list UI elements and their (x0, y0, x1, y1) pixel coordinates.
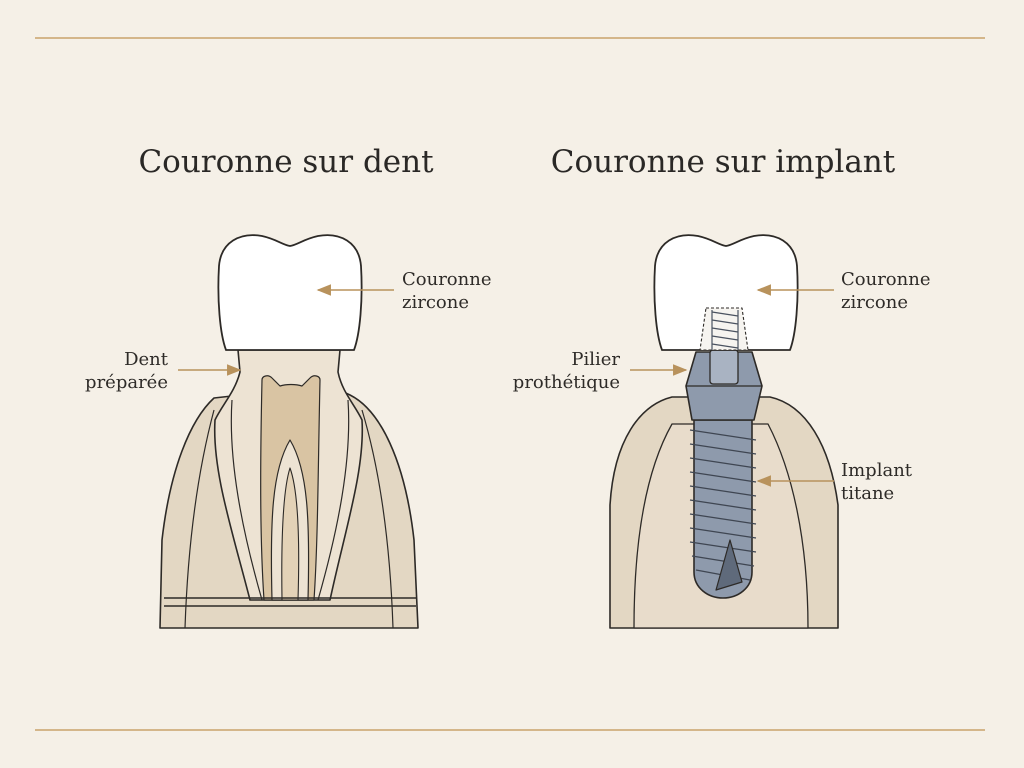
tooth-crown-label-line1: Couronne (402, 269, 491, 290)
gum-contour-left (184, 409, 215, 629)
zirconia-crown-right (653, 234, 799, 351)
root-outline-right (317, 399, 350, 601)
implant-crown-label-line1: Couronne (841, 269, 930, 290)
gum-contour-right (361, 409, 394, 629)
root-outline-left (230, 399, 263, 601)
abutment-screw (711, 310, 739, 350)
implant-crown-label-line2: zircone (841, 292, 908, 313)
abutment-label-line2: prothétique (513, 372, 620, 393)
implant-label-line2: titane (841, 483, 894, 504)
tooth-panel-title: Couronne sur dent (138, 144, 434, 180)
tooth-crown-label-line2: zircone (402, 292, 469, 313)
abutment-post (709, 349, 739, 385)
implant-panel-title: Couronne sur implant (551, 144, 896, 180)
prepared-tooth-label-line2: préparée (85, 372, 168, 393)
implant-body (693, 419, 753, 599)
implant-illustration (609, 234, 839, 629)
natural-tooth-illustration (159, 234, 419, 629)
implant-label-line1: Implant (841, 460, 913, 481)
implant-threads (689, 429, 757, 581)
abutment-label-line1: Pilier (571, 349, 620, 370)
zirconia-crown-left (217, 234, 363, 351)
prepared-tooth-label-line1: Dent (124, 349, 169, 370)
root-canal-inner (281, 467, 300, 601)
titanium-implant (689, 419, 757, 599)
implant-apex-groove (715, 539, 743, 591)
